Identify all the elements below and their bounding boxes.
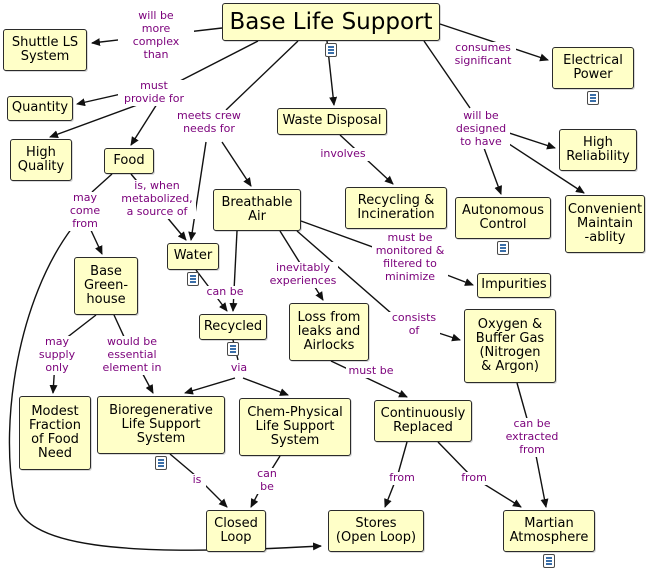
node-closed-loop[interactable]: Closed Loop xyxy=(206,510,266,552)
link-label-consists-of: consists of xyxy=(388,311,440,338)
node-recycled[interactable]: Recycled xyxy=(199,314,267,340)
node-modest-fraction[interactable]: Modest Fraction of Food Need xyxy=(19,396,91,470)
node-food[interactable]: Food xyxy=(104,148,154,174)
resource-icon[interactable] xyxy=(543,554,555,568)
resource-icon[interactable] xyxy=(587,91,599,105)
link-label-involves: involves xyxy=(316,147,370,161)
node-shuttle-ls-system[interactable]: Shuttle LS System xyxy=(3,29,87,71)
resource-icon[interactable] xyxy=(497,241,509,255)
resource-icon[interactable] xyxy=(155,456,167,470)
resource-icon[interactable] xyxy=(227,342,239,356)
node-chem-physical[interactable]: Chem-Physical Life Support System xyxy=(239,398,351,456)
resource-icon[interactable] xyxy=(325,43,337,57)
node-recycling-incineration[interactable]: Recycling & Incineration xyxy=(345,187,447,229)
node-loss-from-leaks[interactable]: Loss from leaks and Airlocks xyxy=(289,303,369,361)
node-bioregenerative[interactable]: Bioregenerative Life Support System xyxy=(97,396,225,454)
link-label-consumes-significant: consumes significant xyxy=(450,41,516,68)
node-continuously-replaced[interactable]: Continuously Replaced xyxy=(374,400,472,442)
link-label-must-be-monitored: must be monitored & filtered to minimize xyxy=(372,231,448,284)
node-electrical-power[interactable]: Electrical Power xyxy=(552,47,634,89)
node-waste-disposal[interactable]: Waste Disposal xyxy=(277,108,387,135)
link-label-from-martian: from xyxy=(458,471,490,485)
node-water[interactable]: Water xyxy=(167,243,219,270)
node-high-quality[interactable]: High Quality xyxy=(10,139,72,181)
link-label-is-when-metabolized: is, when metabolized, a source of xyxy=(118,179,196,219)
link-label-will-be-more-complex-than: will be more complex than xyxy=(118,9,194,62)
node-martian-atmosphere[interactable]: Martian Atmosphere xyxy=(503,510,595,552)
node-convenient-maintainablity[interactable]: Convenient Maintain -ablity xyxy=(565,195,645,253)
node-oxygen-buffer-gas[interactable]: Oxygen & Buffer Gas (Nitrogen & Argon) xyxy=(464,309,556,383)
link-label-may-come-from: may come from xyxy=(62,191,108,231)
link-label-must-be: must be xyxy=(346,364,396,378)
link-label-would-be-essential: would be essential element in xyxy=(100,335,164,375)
node-breathable-air[interactable]: Breathable Air xyxy=(213,189,301,231)
node-impurities[interactable]: Impurities xyxy=(477,273,551,298)
link-label-inevitably-experiences: inevitably experiences xyxy=(268,261,338,288)
link-label-may-supply-only: may supply only xyxy=(25,335,89,375)
link-label-via: via xyxy=(224,361,254,375)
link-label-is: is xyxy=(188,473,206,487)
node-quantity[interactable]: Quantity xyxy=(7,96,73,121)
link-label-from-stores: from xyxy=(386,471,418,485)
link-label-can-be-chem: can be xyxy=(252,467,282,494)
node-high-reliability[interactable]: High Reliability xyxy=(559,129,637,171)
link-label-can-be-extracted-from: can be extracted from xyxy=(504,417,560,457)
link-label-will-be-designed-to-have: will be designed to have xyxy=(452,109,510,149)
node-base-greenhouse[interactable]: Base Green- house xyxy=(74,257,138,315)
resource-icon[interactable] xyxy=(187,272,199,286)
link-label-can-be-water: can be xyxy=(200,285,250,299)
node-autonomous-control[interactable]: Autonomous Control xyxy=(455,197,551,239)
node-base-life-support[interactable]: Base Life Support xyxy=(222,3,440,41)
link-label-must-provide-for: must provide for xyxy=(118,79,190,106)
link-label-meets-crew-needs-for: meets crew needs for xyxy=(172,109,246,136)
node-stores-open-loop[interactable]: Stores (Open Loop) xyxy=(328,510,424,552)
